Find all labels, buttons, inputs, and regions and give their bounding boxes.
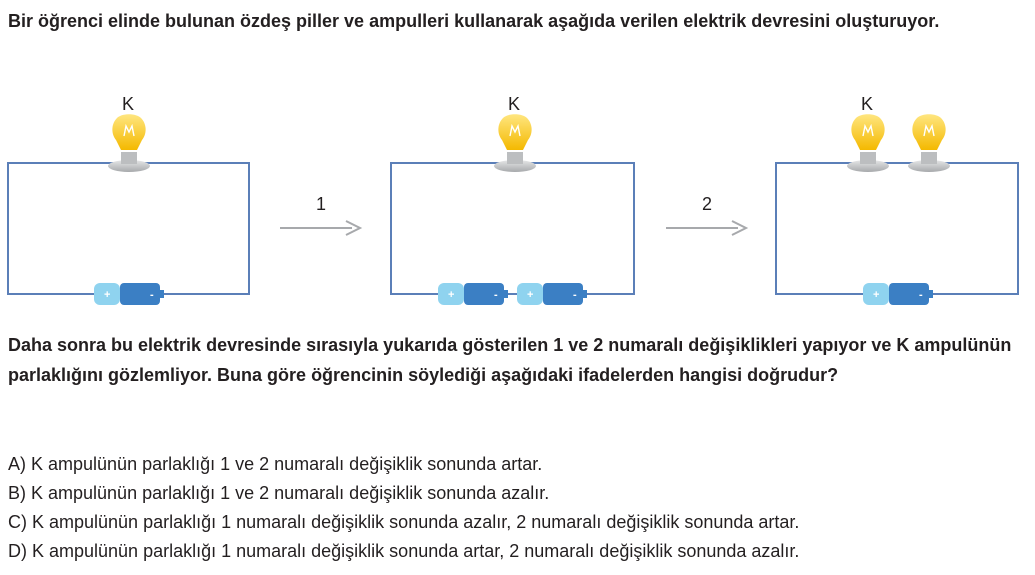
battery-plus-label: +: [448, 289, 454, 301]
choice-c[interactable]: C) K ampulünün parlaklığı 1 numaralı değ…: [8, 512, 800, 532]
circuit-1-bulb-k: [107, 113, 151, 173]
circuit-2-wire: [390, 162, 635, 295]
arrow-2-label: 2: [702, 194, 712, 214]
question-text: Daha sonra bu elektrik devresinde sırası…: [8, 335, 1012, 385]
circuit-diagrams: K + - 1 K + - + - 2: [7, 94, 1019, 305]
circuit-1-battery: + -: [94, 283, 164, 305]
circuit-3-bulb-k: [846, 113, 890, 173]
battery-plus-label: +: [104, 289, 110, 301]
choice-b[interactable]: B) K ampulünün parlaklığı 1 ve 2 numaral…: [8, 483, 550, 503]
choice-d[interactable]: D) K ampulünün parlaklığı 1 numaralı değ…: [8, 541, 800, 561]
battery-minus-label: -: [919, 289, 923, 301]
battery-minus-label: -: [150, 289, 154, 301]
circuit-3: K + -: [775, 94, 1019, 305]
battery-minus-label: -: [573, 289, 577, 301]
circuit-1: K + -: [7, 94, 250, 305]
circuit-1-wire: [7, 162, 250, 295]
circuit-1-bulb-label: K: [122, 94, 134, 114]
circuit-2-battery-2: + -: [517, 283, 587, 305]
battery-plus-label: +: [873, 289, 879, 301]
answer-choices: A) K ampulünün parlaklığı 1 ve 2 numaral…: [8, 450, 1028, 566]
battery-minus-label: -: [494, 289, 498, 301]
arrow-1-label: 1: [316, 194, 326, 214]
circuit-3-wire: [775, 162, 1019, 295]
circuit-3-bulb-label: K: [861, 94, 873, 114]
arrow-1: 1: [280, 194, 363, 236]
intro-text: Bir öğrenci elinde bulunan özdeş piller …: [8, 11, 940, 31]
choice-a[interactable]: A) K ampulünün parlaklığı 1 ve 2 numaral…: [8, 454, 543, 474]
circuit-2-battery-1: + -: [438, 283, 508, 305]
circuit-3-battery: + -: [863, 283, 933, 305]
circuit-2-bulb-k: [493, 113, 537, 173]
circuit-3-bulb-2: [907, 113, 951, 173]
circuit-2: K + - + -: [390, 94, 635, 305]
circuit-2-bulb-label: K: [508, 94, 520, 114]
arrow-2: 2: [666, 194, 749, 236]
battery-plus-label: +: [527, 289, 533, 301]
